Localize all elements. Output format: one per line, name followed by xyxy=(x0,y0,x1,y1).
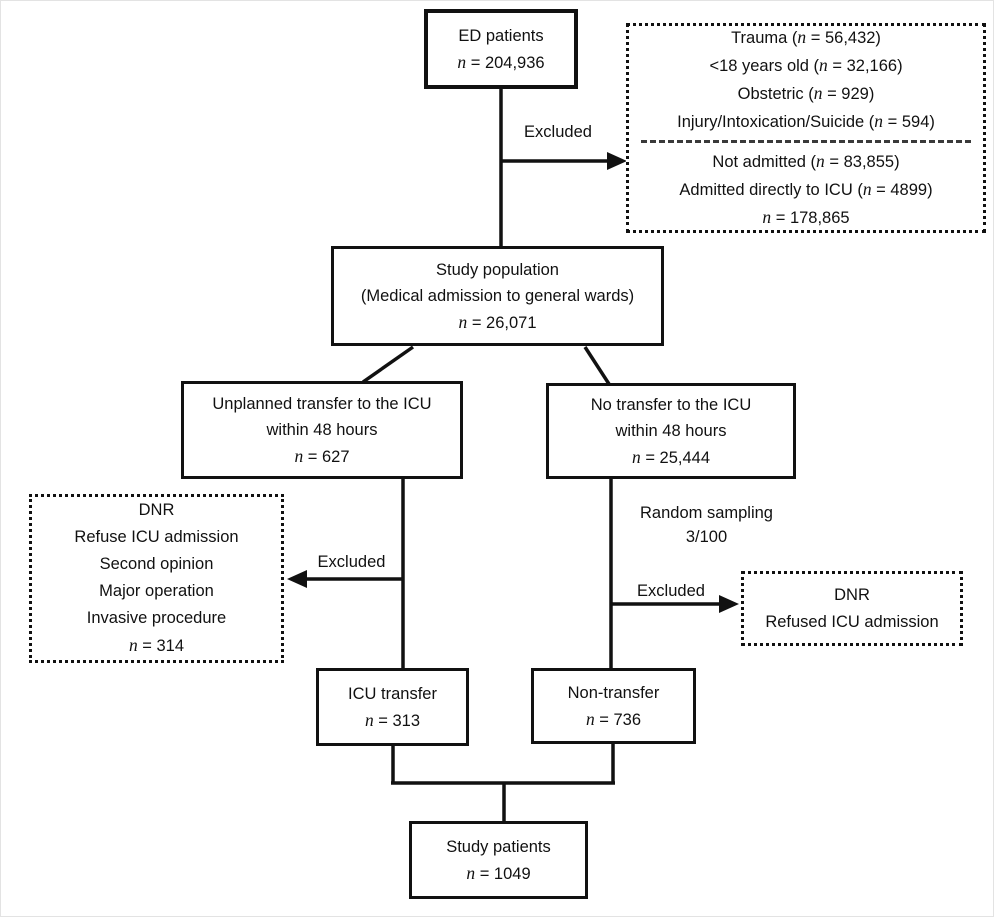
box-study-patients: Study patients n = 1049 xyxy=(409,821,588,899)
exclusion-line: Injury/Intoxication/Suicide (n = 594) xyxy=(677,108,935,136)
n-value: = 25,444 xyxy=(640,448,711,467)
excluded-label-left: Excluded xyxy=(317,553,386,571)
box-title: ED patients xyxy=(458,26,544,45)
arrowhead-excluded-right-icon xyxy=(719,595,739,613)
n-value: = 32,166) xyxy=(827,57,903,75)
box-icu-transfer: ICU transfer n = 313 xyxy=(316,668,469,746)
random-sampling-label: Random sampling 3/100 xyxy=(629,501,784,549)
connector-population-to-no-transfer xyxy=(583,346,611,385)
n-value: = 627 xyxy=(303,447,350,466)
exclusion-text: Admitted directly to ICU ( xyxy=(679,181,863,199)
exclusion-line: Trauma (n = 56,432) xyxy=(731,24,881,52)
n-symbol: n xyxy=(458,311,468,332)
exclusion-line: <18 years old (n = 32,166) xyxy=(709,52,902,80)
n-value: = 929) xyxy=(822,85,875,103)
exclusion-line: DNR xyxy=(138,501,175,519)
n-symbol: n xyxy=(294,445,304,466)
box-ed-patients: ED patients n = 204,936 xyxy=(424,9,578,89)
box-title: No transfer to the ICU xyxy=(590,395,752,414)
n-symbol: n xyxy=(874,111,884,131)
exclusion-line: Not admitted (n = 83,855) xyxy=(712,148,899,176)
n-value: = 1049 xyxy=(475,864,531,883)
exclusion-text: Obstetric ( xyxy=(737,85,814,103)
exclusion-line: Obstetric (n = 929) xyxy=(738,80,875,108)
exclusion-line: Refused ICU admission xyxy=(765,612,939,631)
exclusion-line: Admitted directly to ICU (n = 4899) xyxy=(679,176,932,204)
exclusion-text: Not admitted ( xyxy=(712,153,817,171)
box-unplanned-transfer: Unplanned transfer to the ICU within 48 … xyxy=(181,381,463,479)
box-title: Study population xyxy=(436,260,559,279)
n-value: = 83,855) xyxy=(824,153,900,171)
arrowhead-excluded-left-icon xyxy=(287,570,307,588)
n-symbol: n xyxy=(762,207,772,227)
n-value: = 594) xyxy=(883,113,935,131)
n-symbol: n xyxy=(466,862,476,883)
n-symbol: n xyxy=(128,635,138,655)
n-symbol: n xyxy=(631,446,641,467)
exclusion-line: Second opinion xyxy=(99,555,214,573)
n-symbol: n xyxy=(585,708,595,729)
n-symbol: n xyxy=(797,27,807,47)
exclusion-text: Trauma ( xyxy=(731,29,798,47)
box-title: Study patients xyxy=(446,837,551,856)
exclusion-line: DNR xyxy=(834,585,870,604)
n-value: = 204,936 xyxy=(466,53,545,72)
section-divider xyxy=(641,140,971,143)
box-title: ICU transfer xyxy=(348,684,437,703)
n-symbol: n xyxy=(813,83,823,103)
n-count-line: n = 313 xyxy=(365,707,420,734)
n-count-line: n = 627 xyxy=(294,443,349,470)
excluded-label-right: Excluded xyxy=(637,582,705,600)
n-symbol: n xyxy=(862,179,872,199)
box-non-transfer: Non-transfer n = 736 xyxy=(531,668,696,744)
box-subtitle: (Medical admission to general wards) xyxy=(360,286,635,305)
box-subtitle: within 48 hours xyxy=(615,421,727,440)
arrowhead-excluded-top-icon xyxy=(607,152,627,170)
n-count-line: n = 25,444 xyxy=(632,444,710,471)
sampling-ratio-text: 3/100 xyxy=(685,528,728,546)
n-value: = 736 xyxy=(594,710,642,729)
n-count-line: n = 736 xyxy=(586,706,641,733)
exclusion-line: Invasive procedure xyxy=(86,609,227,627)
n-value: = 178,865 xyxy=(771,209,850,227)
n-value: = 26,071 xyxy=(467,313,537,332)
box-title: Non-transfer xyxy=(567,683,660,702)
n-count-line: n = 26,071 xyxy=(458,309,536,336)
n-symbol: n xyxy=(816,151,825,171)
exclusion-line: Refuse ICU admission xyxy=(74,528,239,546)
n-symbol: n xyxy=(457,51,467,72)
n-count-line: n = 1049 xyxy=(466,860,530,887)
n-count-line: n = 314 xyxy=(129,632,184,660)
excluded-label-top: Excluded xyxy=(524,123,592,141)
box-excluded-non-transfer: DNR Refused ICU admission xyxy=(741,571,963,646)
exclusion-line: Major operation xyxy=(99,582,214,600)
box-study-population: Study population (Medical admission to g… xyxy=(331,246,664,346)
n-count-line: n = 204,936 xyxy=(457,49,544,76)
n-symbol: n xyxy=(364,709,374,730)
box-no-transfer: No transfer to the ICU within 48 hours n… xyxy=(546,383,796,479)
box-excluded-icu-transfer: DNR Refuse ICU admission Second opinion … xyxy=(29,494,284,663)
n-count-line: n = 178,865 xyxy=(762,204,849,232)
box-subtitle: within 48 hours xyxy=(266,420,378,439)
exclusion-text: Injury/Intoxication/Suicide ( xyxy=(677,113,875,131)
n-value: = 4899) xyxy=(871,181,933,199)
n-value: = 56,432) xyxy=(806,29,881,47)
connector-population-to-unplanned xyxy=(361,345,415,384)
box-excluded-ed: Trauma (n = 56,432) <18 years old (n = 3… xyxy=(626,23,986,233)
box-title: Unplanned transfer to the ICU xyxy=(212,394,432,413)
n-value: = 314 xyxy=(137,637,185,655)
n-symbol: n xyxy=(819,55,828,75)
random-sampling-text: Random sampling xyxy=(640,504,773,522)
n-value: = 313 xyxy=(373,711,421,730)
exclusion-text: <18 years old ( xyxy=(709,57,820,75)
